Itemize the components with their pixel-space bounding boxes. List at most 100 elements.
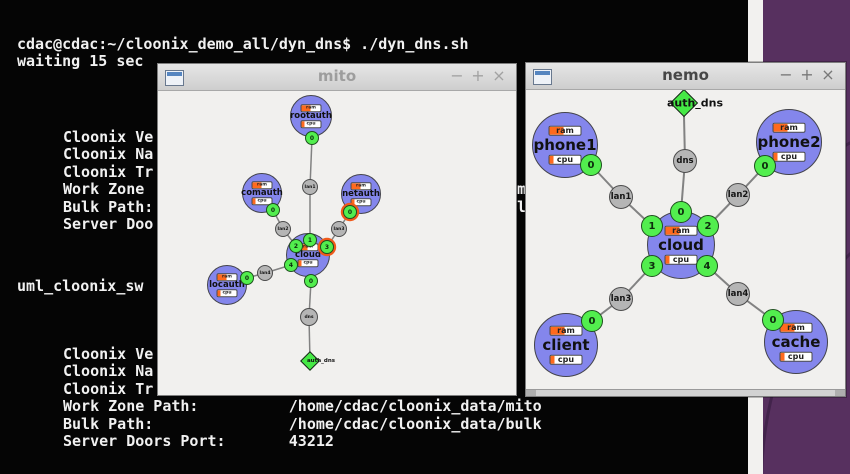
ram-gauge: ram — [350, 182, 372, 190]
machine-label: locauth — [209, 280, 245, 290]
usage-gauge-fill — [298, 260, 302, 266]
ram-gauge: ram — [779, 322, 813, 333]
terminal-text-line: l — [517, 198, 527, 216]
gauge-label: ram — [356, 182, 366, 188]
terminal-text-line: waiting 15 sec — [17, 52, 144, 70]
lan-node-lan1[interactable]: lan1 — [302, 179, 318, 195]
terminal-text-line: Server Doo — [63, 215, 154, 233]
close-button[interactable]: × — [821, 65, 835, 84]
interface-badge[interactable]: 0 — [670, 201, 692, 223]
machine-label: cloud — [295, 250, 321, 260]
interface-badge[interactable]: 2 — [289, 239, 303, 253]
gauge-label: ram — [306, 104, 316, 110]
interface-badge[interactable]: 4 — [284, 258, 298, 272]
usage-gauge-fill — [665, 255, 670, 264]
mito-titlebar[interactable]: mito − + × — [158, 64, 516, 91]
machine-node-locauth[interactable] — [207, 265, 247, 305]
gauge-label: cpu — [306, 120, 316, 126]
lan-node-lan1[interactable]: lan1 — [609, 185, 633, 209]
interface-badge[interactable]: 3 — [320, 240, 334, 254]
terminal-text-line: Cloonix Ve — [63, 128, 154, 146]
window-menu-icon[interactable] — [165, 70, 184, 86]
interface-badge[interactable]: 3 — [641, 255, 663, 277]
lan-node-lan4[interactable]: lan4 — [257, 265, 273, 281]
usage-gauge-fill — [773, 123, 788, 132]
terminal-text-line: Cloonix Na — [63, 362, 154, 380]
gauge-label: cpu — [787, 351, 805, 361]
terminal-text-line: uml_cloonix_sw — [17, 277, 144, 295]
gauge-label: ram — [257, 181, 267, 187]
machine-label: client — [542, 336, 590, 354]
minimize-button[interactable]: − — [779, 65, 793, 84]
cpu-gauge: cpu — [251, 197, 273, 205]
interface-badge[interactable]: 0 — [754, 155, 776, 177]
interface-badge[interactable]: 0 — [762, 309, 784, 331]
interface-badge[interactable]: 1 — [303, 233, 317, 247]
minimize-button[interactable]: − — [450, 66, 464, 85]
dns-diamond-label: auth_dns — [306, 358, 336, 364]
machine-node-comauth[interactable] — [242, 173, 282, 213]
interface-badge[interactable]: 0 — [240, 271, 254, 285]
interface-badge[interactable]: 0 — [580, 154, 602, 176]
cpu-gauge: cpu — [300, 120, 322, 128]
machine-node-netauth[interactable] — [341, 174, 381, 214]
usage-gauge-fill — [773, 152, 778, 161]
machine-label: netauth — [342, 189, 380, 199]
cpu-gauge: cpu — [779, 351, 813, 362]
interface-badge[interactable]: 0 — [581, 310, 603, 332]
ram-gauge: ram — [548, 125, 582, 136]
machine-label: cache — [771, 333, 821, 351]
usage-gauge-fill — [301, 121, 305, 127]
lan-node-lan3[interactable]: lan3 — [331, 221, 347, 237]
gauge-label: ram — [556, 125, 574, 135]
lan-node-lan2[interactable]: lan2 — [726, 183, 750, 207]
interface-badge[interactable]: 0 — [305, 131, 319, 145]
ram-gauge: ram — [664, 225, 698, 236]
usage-gauge-fill — [217, 290, 221, 296]
usage-gauge-fill — [252, 198, 256, 204]
ram-gauge: ram — [772, 122, 806, 133]
interface-badge[interactable]: 0 — [304, 274, 318, 288]
cpu-gauge: cpu — [664, 254, 698, 265]
usage-gauge-fill — [351, 183, 361, 189]
interface-badge[interactable]: 1 — [641, 215, 663, 237]
window-icon-stripe — [167, 72, 182, 76]
maximize-button[interactable]: + — [800, 65, 814, 84]
gauge-label: cpu — [780, 151, 798, 161]
gauge-label: cpu — [356, 198, 366, 204]
close-button[interactable]: × — [492, 66, 506, 85]
usage-gauge-fill — [351, 199, 355, 205]
ram-gauge: ram — [216, 273, 238, 281]
usage-gauge-fill — [780, 352, 785, 361]
terminal-text-line: Work Zone — [63, 180, 154, 198]
horizontal-scrollbar[interactable] — [526, 389, 845, 396]
gauge-label: ram — [222, 273, 232, 279]
terminal-text-line: Bulk Path: — [63, 198, 154, 216]
nemo-titlebar[interactable]: nemo − + × — [526, 63, 845, 90]
lan-node-lan3[interactable]: lan3 — [609, 287, 633, 311]
window-menu-icon[interactable] — [533, 69, 552, 85]
interface-badge[interactable]: 4 — [696, 255, 718, 277]
lan-node-lan2[interactable]: lan2 — [275, 221, 291, 237]
interface-badge[interactable]: 2 — [697, 215, 719, 237]
interface-badge[interactable]: 0 — [343, 205, 357, 219]
lan-node-dns[interactable]: dns — [300, 308, 318, 326]
gauge-label: cpu — [557, 354, 575, 364]
gauge-label: cpu — [257, 197, 267, 203]
lan-node-dns[interactable]: dns — [673, 149, 697, 173]
terminal-text-line: cdac@cdac:~/cloonix_demo_all/dyn_dns$ ./… — [17, 35, 469, 53]
machine-node-rootauth[interactable] — [290, 95, 332, 137]
gauge-label: cpu — [672, 254, 690, 264]
gauge-label: cpu — [222, 289, 232, 295]
terminal-text-line: Cloonix Tr — [63, 163, 154, 181]
interface-badge[interactable]: 0 — [266, 203, 280, 217]
lan-node-lan4[interactable]: lan4 — [726, 282, 750, 306]
ram-gauge: ram — [251, 181, 273, 189]
machine-label: phone2 — [757, 133, 821, 151]
usage-gauge-fill — [780, 323, 795, 332]
link-lines — [246, 137, 351, 362]
maximize-button[interactable]: + — [471, 66, 485, 85]
